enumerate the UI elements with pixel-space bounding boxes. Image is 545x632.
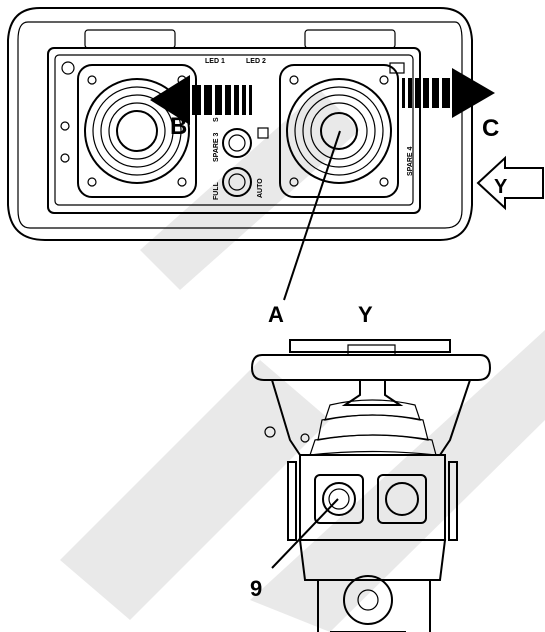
panel-symbol-icon <box>389 62 405 74</box>
power-off-symbol-icon <box>60 153 70 163</box>
leader-line-a <box>283 130 341 301</box>
full-label: FULL <box>213 181 220 200</box>
led2-label: LED 2 <box>246 58 266 65</box>
power-symbol-icon <box>60 121 70 131</box>
arrow-c-icon <box>402 68 495 118</box>
center-switches <box>222 127 269 197</box>
callout-b: B <box>170 113 187 140</box>
s-label: S <box>213 117 220 122</box>
callout-9: 9 <box>250 576 262 601</box>
remote-unit-side-view <box>250 339 492 632</box>
callout-c: C <box>482 115 499 142</box>
arrow-b-icon <box>150 75 252 125</box>
right-joystick-module <box>279 64 399 198</box>
callout-y-arrow: Y <box>494 176 508 198</box>
spare3-label: SPARE 3 <box>213 132 220 162</box>
auto-label: AUTO <box>257 178 264 198</box>
panel-symbol-icon <box>61 61 75 75</box>
callout-a: A <box>268 302 284 327</box>
leader-line-9 <box>271 498 339 569</box>
arrow-y-icon <box>476 155 544 211</box>
led1-label: LED 1 <box>205 58 225 65</box>
button-9 <box>314 474 364 524</box>
spare4-label: SPARE 4 <box>407 146 414 176</box>
left-joystick-module <box>77 64 197 198</box>
control-box-top-view: LED 1 LED 2 SPARE 3 S FULL AUTO SPARE 4 <box>7 7 473 241</box>
callout-y-view: Y <box>358 302 373 327</box>
